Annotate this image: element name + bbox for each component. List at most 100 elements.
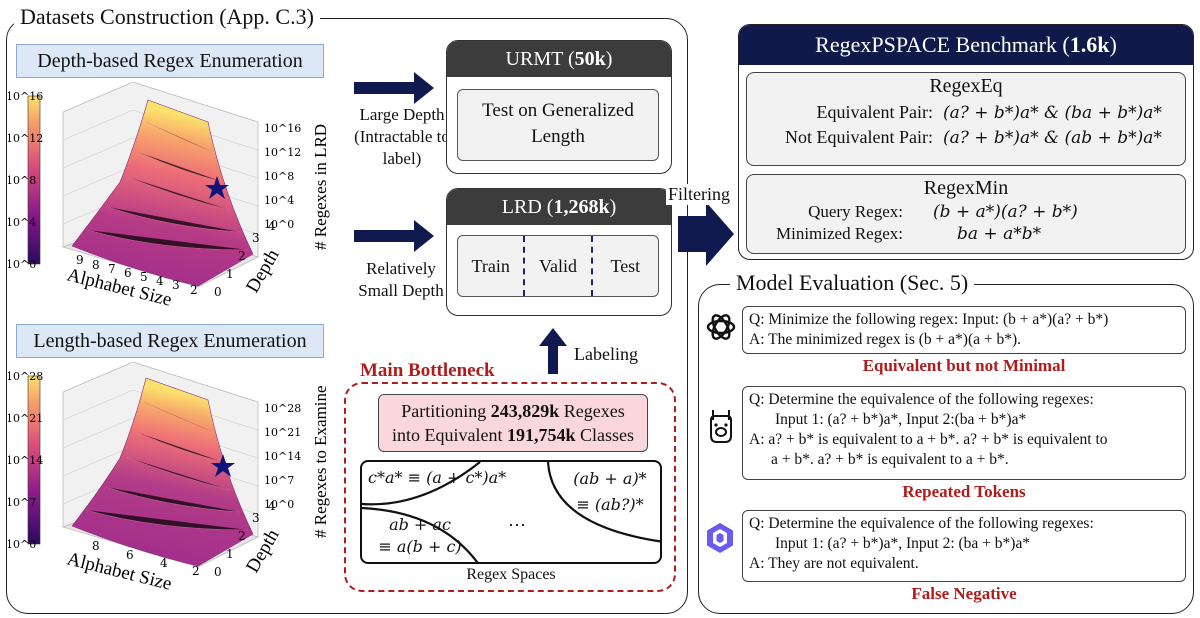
urmt-header: URMT (50k) (447, 41, 671, 77)
svg-text:10^7: 10^7 (8, 496, 36, 509)
svg-text:10^14: 10^14 (8, 454, 43, 467)
svg-text:10^0: 10^0 (264, 498, 294, 511)
eval-q2: Input 1: (a? + b*)a*, Input 2: (ba + b*)… (775, 535, 1031, 552)
ellipsis: … (508, 510, 526, 530)
svg-text:2: 2 (238, 249, 246, 263)
svg-text:9: 9 (76, 253, 84, 267)
eq-pair-expr: (a? + b*)a* & (ba + b*)a* (943, 102, 1162, 123)
cbar-tick: 10^16 (8, 90, 43, 103)
eval-a: A: They are not equivalent. (749, 555, 919, 572)
eval-a2: a + b*. a? + b* is equivalent to a + b*. (771, 451, 1009, 468)
z-ticks: 10^28 10^21 10^14 10^7 10^0 (264, 402, 301, 511)
svg-text:6: 6 (126, 548, 134, 562)
eval-verdict: Repeated Tokens (902, 482, 1026, 501)
svg-text:2: 2 (192, 564, 200, 578)
cbar-tick: 10^0 (8, 258, 36, 271)
x-ticks: 9 8 7 6 5 4 3 2 (76, 253, 198, 297)
small-depth-label: Relatively Small Depth (358, 259, 444, 300)
eval-item-3: Q: Determine the equivalence of the foll… (742, 510, 1186, 582)
svg-text:10^16: 10^16 (264, 122, 301, 135)
svg-text:6: 6 (124, 266, 132, 280)
svg-text:10^4: 10^4 (264, 194, 294, 207)
eval-verdict: Equivalent but not Minimal (862, 356, 1066, 375)
query-expr: (b + a*)(a? + b*) (933, 202, 1078, 222)
svg-text:7: 7 (108, 262, 116, 276)
eval-item-1: Q: Minimize the following regex: Input: … (742, 306, 1186, 354)
minimized-expr: ba + a*b* (957, 224, 1042, 244)
filtering-label: Filtering (666, 184, 732, 205)
benchmark-header: RegexPSPACE Benchmark (1.6k) (739, 25, 1193, 65)
z-axis-label: # Regexes to Examine (311, 386, 330, 539)
svg-text:10^21: 10^21 (264, 426, 301, 439)
svg-text:5: 5 (140, 270, 148, 284)
large-depth-label: Large Depth (Intractable to label) (354, 105, 450, 168)
evaluation-title: Model Evaluation (Sec. 5) (730, 270, 975, 296)
y-ticks: 0 1 2 3 4 (214, 499, 276, 579)
regexeq-box: RegexEq Equivalent Pair: (a? + b*)a* & (… (746, 72, 1186, 166)
regex-spaces-box: c*a* ≡ (a + c*)a* (ab + a)* ≡ (ab?)* ab … (360, 460, 662, 564)
construction-title: Datasets Construction (App. C.3) (14, 4, 320, 30)
filtering-arrow (678, 202, 734, 266)
regexmin-box: RegexMin Query Regex: (b + a*)(a? + b*) … (746, 174, 1186, 254)
svg-text:2: 2 (190, 283, 198, 297)
labeling-arrow (539, 328, 567, 374)
svg-text:8: 8 (92, 539, 100, 553)
split-train: Train (471, 255, 510, 276)
lrd-splits-box: Train Valid Test (457, 235, 659, 297)
y-ticks: 0 1 2 3 4 (214, 219, 276, 299)
minimized-label: Minimized Regex: (775, 224, 903, 243)
bottleneck-box (344, 382, 676, 592)
colorbar (27, 95, 41, 265)
eq-class-3: ab + ac ≡ a(b + c) (378, 515, 462, 556)
eval-q: Q: Determine the equivalence of the foll… (749, 515, 1094, 532)
cbar-tick: 10^8 (8, 174, 36, 187)
eval-q: Q: Minimize the following regex: Input: … (749, 311, 1109, 328)
svg-text:4: 4 (156, 274, 164, 288)
svg-text:4: 4 (268, 219, 276, 233)
svg-text:3: 3 (252, 231, 260, 245)
svg-text:10^28: 10^28 (8, 370, 43, 383)
qwen-logo-icon (707, 523, 733, 553)
svg-text:10^7: 10^7 (264, 474, 294, 487)
svg-text:4: 4 (160, 556, 168, 570)
z-axis-label: # Regexes in LRD (311, 124, 330, 250)
colorbar-ticks: 10^28 10^21 10^14 10^7 10^0 (8, 370, 43, 551)
eq-class-1: c*a* ≡ (a + c*)a* (368, 468, 507, 487)
star-marker (205, 176, 229, 199)
eval-q2: Input 1: (a? + b*)a*, Input 2:(ba + b*)a… (775, 411, 1027, 428)
lrd-card: LRD (1,268k) Train Valid Test (446, 188, 672, 316)
svg-text:10^8: 10^8 (264, 170, 294, 183)
star-marker (211, 454, 235, 477)
split-test: Test (610, 255, 641, 276)
svg-text:10^12: 10^12 (264, 146, 301, 159)
arrow-to-urmt (354, 72, 434, 104)
svg-text:10^0: 10^0 (264, 218, 294, 231)
length-enum-label: Length-based Regex Enumeration (16, 324, 324, 358)
svg-text:3: 3 (252, 511, 260, 525)
partition-box: Partitioning 243,829k Regexes into Equiv… (378, 394, 648, 452)
cbar-tick: 10^12 (8, 132, 43, 145)
x-ticks: 8 6 4 2 (92, 539, 200, 578)
svg-text:10^21: 10^21 (8, 412, 43, 425)
eq-class-2: (ab + a)* ≡ (ab?)* (573, 469, 647, 514)
arrow-to-lrd (354, 220, 434, 252)
construction-section (6, 18, 688, 614)
surface-plot-length: 10^28 10^21 10^14 10^7 10^0 10^28 10^21 … (8, 362, 330, 595)
urmt-card: URMT (50k) Test on Generalized Length (446, 40, 672, 174)
svg-text:2: 2 (238, 529, 246, 543)
svg-text:10^0: 10^0 (8, 538, 36, 551)
svg-text:10^28: 10^28 (264, 402, 301, 415)
eval-a: A: The minimized regex is (b + a*)(a + b… (749, 331, 1022, 348)
lrd-header: LRD (1,268k) (447, 189, 671, 225)
regexeq-title: RegexEq (929, 75, 1003, 97)
bottleneck-title: Main Bottleneck (356, 360, 499, 382)
eq-pair-label: Equivalent Pair: (816, 102, 933, 122)
cbar-tick: 10^4 (8, 216, 36, 229)
colorbar (27, 375, 41, 545)
urmt-test-box: Test on Generalized Length (457, 89, 659, 161)
svg-text:10^14: 10^14 (264, 450, 301, 463)
svg-text:8: 8 (92, 258, 100, 272)
surface-plot-depth: 10^16 10^12 10^8 10^4 10^0 10^16 10^12 1… (8, 82, 330, 311)
openai-logo-icon (706, 314, 736, 340)
colorbar-ticks: 10^16 10^12 10^8 10^4 10^0 (8, 90, 43, 271)
